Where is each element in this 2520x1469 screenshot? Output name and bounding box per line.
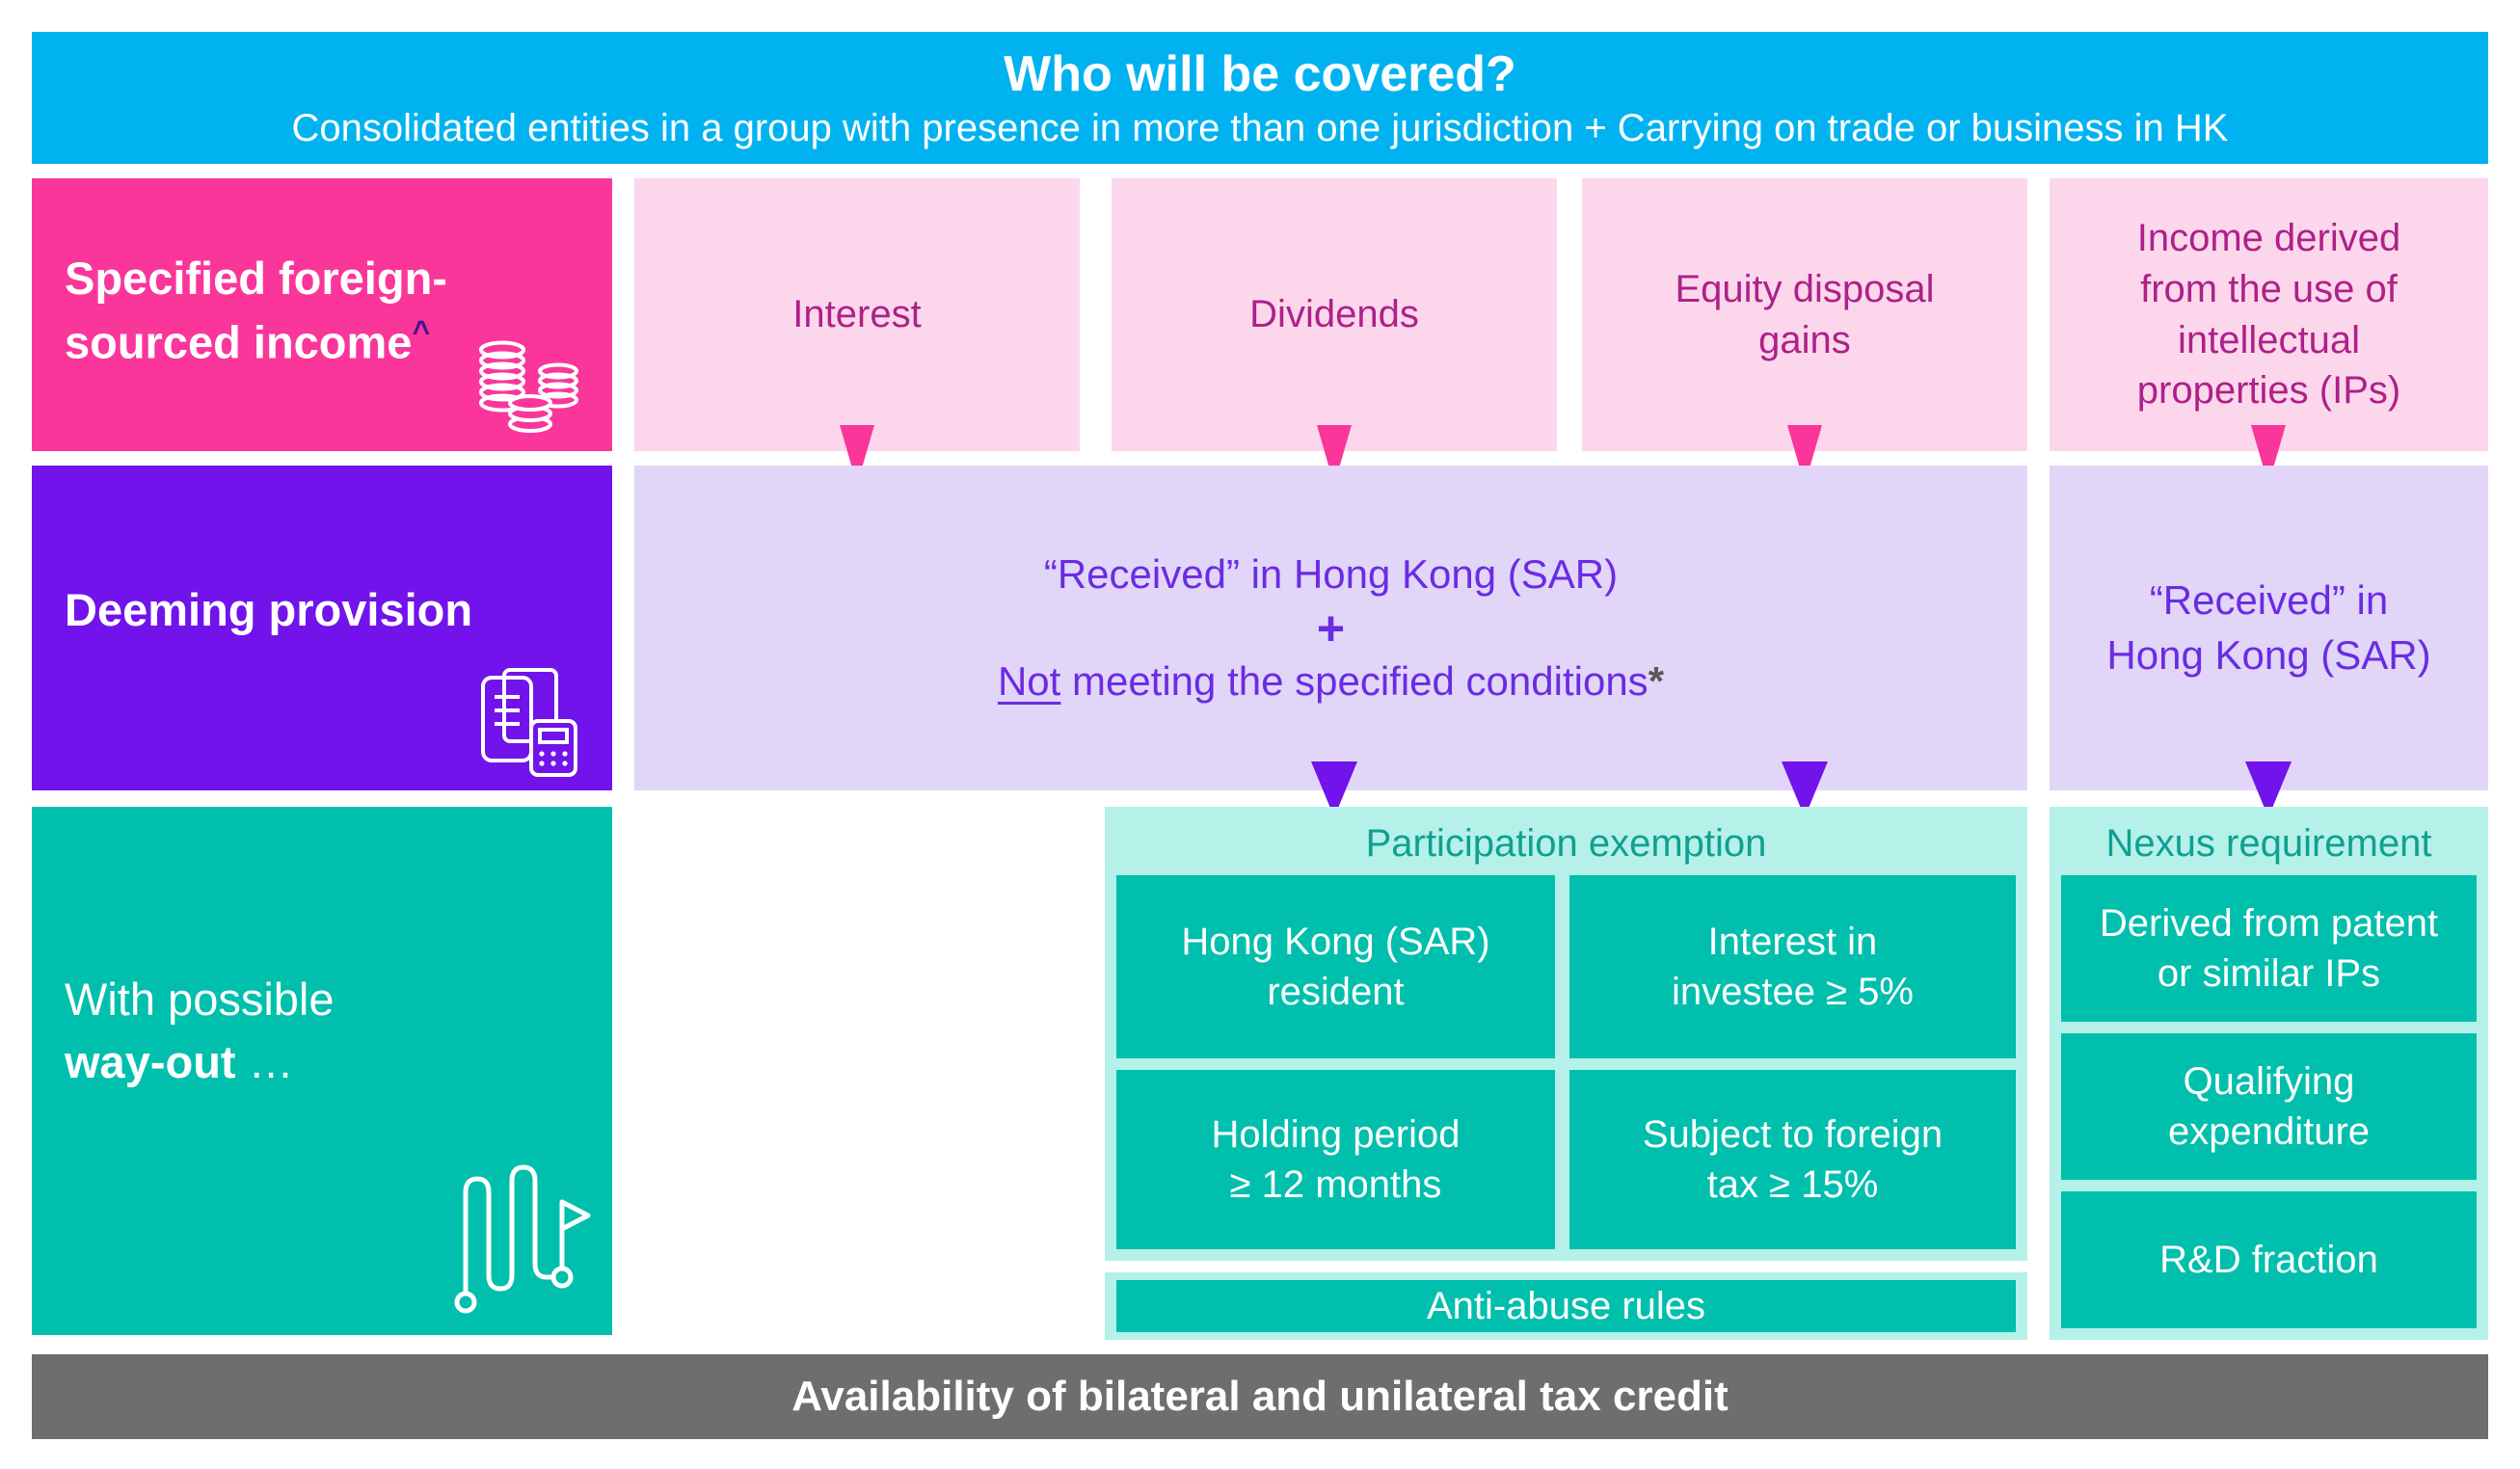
deeming-ip-box: “Received” in Hong Kong (SAR) xyxy=(2050,466,2488,790)
way-out-line2: way-out xyxy=(65,1035,236,1087)
condition-patent-ips: Derived from patent or similar IPs xyxy=(2061,875,2477,1022)
deeming-line2-rest: meeting the specified conditions xyxy=(1060,657,1649,704)
specified-income-line1: Specified foreign- xyxy=(65,253,447,304)
condition-hk-resident: Hong Kong (SAR) resident xyxy=(1116,875,1555,1058)
way-out-label: With possible way-out … xyxy=(65,969,583,1094)
coins-icon xyxy=(479,340,578,433)
documents-calculator-icon xyxy=(481,668,577,777)
deeming-provision-label: Deeming provision xyxy=(65,584,473,635)
specified-income-line2: sourced income xyxy=(65,316,413,368)
condition-rd-fraction: R&D fraction xyxy=(2061,1191,2477,1328)
condition-qualifying-expenditure: Qualifying expenditure xyxy=(2061,1033,2477,1180)
participation-exemption-panel: Participation exemption Hong Kong (SAR) … xyxy=(1105,807,2027,1261)
condition-foreign-tax: Subject to foreign tax ≥ 15% xyxy=(1569,1070,2016,1249)
nexus-requirement-panel: Nexus requirement Derived from patent or… xyxy=(2050,807,2488,1340)
footnote-asterisk: * xyxy=(1648,657,1665,704)
deeming-condition-box: “Received” in Hong Kong (SAR) + Not meet… xyxy=(634,466,2027,790)
header-title: Who will be covered? xyxy=(1004,45,1516,102)
specified-income-block: Specified foreign- sourced income^ xyxy=(32,178,612,451)
income-type-ip-income: Income derived from the use of intellect… xyxy=(2050,178,2488,451)
plus-icon: + xyxy=(1316,601,1346,655)
footnote-caret: ^ xyxy=(412,313,431,349)
condition-interest-investee: Interest in investee ≥ 5% xyxy=(1569,875,2016,1058)
participation-exemption-title: Participation exemption xyxy=(1365,821,1767,865)
nexus-requirement-title: Nexus requirement xyxy=(2105,821,2432,865)
deeming-line2: Not meeting the specified conditions* xyxy=(998,656,1664,708)
income-type-dividends: Dividends xyxy=(1112,178,1557,451)
deeming-line1: “Received” in Hong Kong (SAR) xyxy=(1043,551,1619,597)
way-out-line1: With possible xyxy=(65,974,335,1025)
way-out-block: With possible way-out … xyxy=(32,807,612,1335)
income-type-equity-gains: Equity disposal gains xyxy=(1582,178,2027,451)
anti-abuse-rules-bar: Anti-abuse rules xyxy=(1116,1280,2016,1332)
header-subtitle: Consolidated entities in a group with pr… xyxy=(291,106,2229,149)
header-banner: Who will be covered? Consolidated entiti… xyxy=(32,32,2488,164)
path-flag-icon xyxy=(454,1164,591,1314)
anti-abuse-panel: Anti-abuse rules xyxy=(1105,1272,2027,1340)
deeming-provision-block: Deeming provision xyxy=(32,466,612,790)
deeming-line2-not: Not xyxy=(997,657,1061,704)
specified-income-label: Specified foreign- sourced income^ xyxy=(65,248,583,374)
tax-credit-footer: Availability of bilateral and unilateral… xyxy=(32,1354,2488,1439)
way-out-ellipsis: … xyxy=(235,1035,294,1087)
condition-holding-period: Holding period ≥ 12 months xyxy=(1116,1070,1555,1249)
income-type-interest: Interest xyxy=(634,178,1080,451)
